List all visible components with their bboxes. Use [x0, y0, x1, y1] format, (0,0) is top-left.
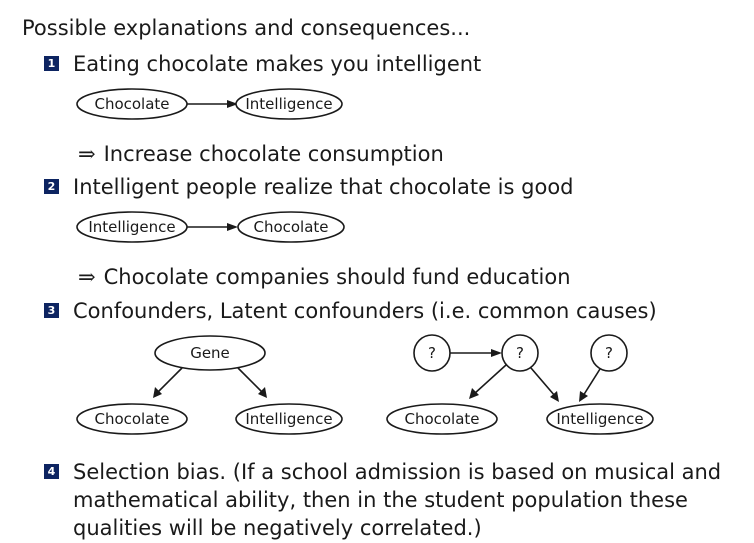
node-label: Gene: [190, 344, 230, 362]
node-label: Chocolate: [404, 410, 479, 428]
item-text: Selection bias. (If a school admission i…: [73, 460, 722, 540]
node-label: Intelligence: [556, 410, 643, 428]
node-latent-c: [590, 334, 628, 372]
edge-arrow: [156, 367, 183, 394]
edge-arrow: [237, 367, 264, 394]
item-number-badge: 3: [44, 303, 59, 318]
node-label: Intelligence: [88, 218, 175, 236]
graph-gene-confounder: Gene Chocolate Intelligence: [76, 335, 343, 435]
list-item-4: 4 Selection bias. (If a school admission…: [44, 458, 734, 542]
arrowhead: [258, 387, 267, 398]
arrowhead: [227, 223, 238, 231]
arrowhead: [227, 100, 238, 108]
list-item-3: 3 Confounders, Latent confounders (i.e. …: [44, 297, 657, 325]
consequence-text: Chocolate companies should fund educatio…: [103, 265, 571, 289]
node-label: ?: [516, 344, 524, 362]
node-gene: [154, 335, 266, 371]
node-label: Chocolate: [94, 95, 169, 113]
arrowhead: [550, 391, 559, 402]
item-text: Intelligent people realize that chocolat…: [73, 175, 574, 199]
node-intelligence: [235, 88, 343, 120]
graph-latent-confounders: ? ? ? Chocolate Intelligence: [386, 334, 654, 435]
item-number-badge: 1: [44, 56, 59, 71]
node-label: Chocolate: [253, 218, 328, 236]
node-label: Intelligence: [245, 95, 332, 113]
node-chocolate: [76, 403, 188, 435]
node-intelligence: [546, 403, 654, 435]
graph-chocolate-causes-intelligence: Chocolate Intelligence: [76, 88, 343, 120]
arrowhead: [491, 349, 502, 357]
edge-arrow: [582, 368, 601, 397]
arrowhead: [153, 387, 162, 398]
item-number-badge: 2: [44, 179, 59, 194]
node-chocolate: [386, 403, 498, 435]
node-label: ?: [428, 344, 436, 362]
node-chocolate: [237, 211, 345, 243]
node-intelligence: [235, 403, 343, 435]
edge-arrow: [473, 364, 507, 395]
node-label: Intelligence: [245, 410, 332, 428]
arrowhead: [579, 391, 588, 402]
graph-intelligence-causes-chocolate: Intelligence Chocolate: [76, 211, 345, 243]
implies-symbol: ⇒: [78, 265, 96, 289]
implies-symbol: ⇒: [78, 142, 96, 166]
arrowhead: [469, 388, 479, 399]
slide-intro: Possible explanations and consequences..…: [22, 16, 471, 40]
consequence-text: Increase chocolate consumption: [103, 142, 444, 166]
consequence-1: ⇒ Increase chocolate consumption: [78, 142, 444, 166]
list-item-2: 2 Intelligent people realize that chocol…: [44, 173, 574, 201]
item-number-badge: 4: [44, 464, 59, 479]
item-text: Confounders, Latent confounders (i.e. co…: [73, 299, 657, 323]
list-item-1: 1 Eating chocolate makes you intelligent: [44, 50, 481, 78]
consequence-2: ⇒ Chocolate companies should fund educati…: [78, 265, 571, 289]
node-label: Chocolate: [94, 410, 169, 428]
item-text: Eating chocolate makes you intelligent: [73, 52, 482, 76]
node-label: ?: [605, 344, 613, 362]
edge-arrow: [530, 367, 556, 397]
